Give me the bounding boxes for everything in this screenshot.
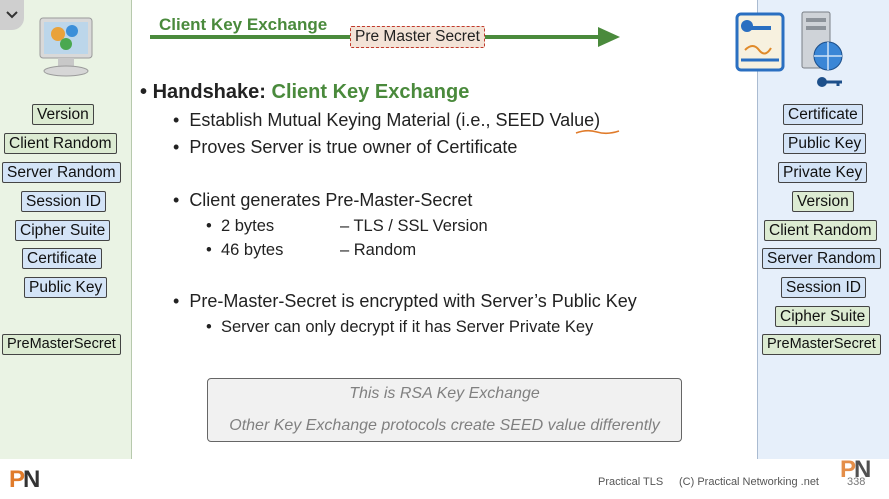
- bullet-encrypted-text: Pre-Master-Secret is encrypted with Serv…: [189, 291, 637, 311]
- client-computer-icon: [39, 17, 93, 77]
- bullet-dot: •: [140, 81, 153, 103]
- server-icon: [801, 11, 843, 87]
- arrow-label: Client Key Exchange: [159, 15, 328, 34]
- sub-bullet-decrypt: • Server can only decrypt if it has Serv…: [206, 318, 594, 336]
- left-tag-public-key: Public Key: [24, 277, 108, 298]
- right-tag-certificate: Certificate: [783, 104, 863, 125]
- sub-bullet-2-bytes-size: 2 bytes: [220, 217, 275, 235]
- collapse-button[interactable]: [0, 0, 24, 30]
- sub-bullet-2-bytes: • 2 bytes: [206, 217, 275, 235]
- heading-highlight: Client Key Exchange: [271, 81, 470, 103]
- sub-bullet-2-bytes-desc: – TLS / SSL Version: [340, 217, 488, 235]
- footer-logo-left: PN: [9, 466, 40, 493]
- bullet-proves: • Proves Server is true owner of Certifi…: [173, 137, 518, 157]
- chevron-down-icon: [6, 11, 18, 19]
- right-tag-public-key: Public Key: [783, 133, 867, 154]
- footer-logo-right: PN: [840, 456, 871, 483]
- rsa-note-box: This is RSA Key Exchange Other Key Excha…: [207, 378, 682, 442]
- bullet-establish: • Establish Mutual Keying Material (i.e.…: [173, 110, 601, 130]
- left-tag-session-id: Session ID: [21, 191, 106, 212]
- bullet-encrypted: • Pre-Master-Secret is encrypted with Se…: [173, 291, 637, 311]
- note-line-2: Other Key Exchange protocols create SEED…: [229, 417, 660, 434]
- sub-bullet-46-bytes-desc: – Random: [340, 241, 417, 259]
- right-tag-cipher-suite: Cipher Suite: [775, 306, 871, 327]
- heading: • Handshake: Client Key Exchange: [140, 81, 469, 104]
- bullet-client-generates-text: Client generates Pre-Master-Secret: [189, 190, 473, 210]
- pre-master-secret-box: Pre Master Secret: [350, 26, 485, 48]
- bullet-client-generates: • Client generates Pre-Master-Secret: [173, 190, 473, 210]
- certificate-icon: [735, 12, 785, 72]
- left-tag-cipher-suite: Cipher Suite: [15, 220, 111, 241]
- footer-course: Practical TLS: [598, 476, 664, 488]
- note-line-1: This is RSA Key Exchange: [349, 385, 540, 402]
- bullet-proves-text: Proves Server is true owner of Certifica…: [189, 137, 518, 157]
- right-tag-server-random: Server Random: [762, 248, 881, 269]
- right-tag-session-id: Session ID: [781, 277, 866, 298]
- left-tag-version: Version: [32, 104, 94, 125]
- left-tag-server-random: Server Random: [2, 162, 121, 183]
- seed-underline: [575, 129, 620, 135]
- sub-bullet-46-bytes: • 46 bytes: [206, 241, 284, 259]
- left-tag-client-random: Client Random: [4, 133, 117, 154]
- right-tag-client-random: Client Random: [764, 220, 877, 241]
- left-tag-premastersecret: PreMasterSecret: [2, 334, 121, 355]
- sub-bullet-46-bytes-size: 46 bytes: [220, 241, 284, 259]
- left-tag-certificate: Certificate: [22, 248, 102, 269]
- bullet-establish-text: Establish Mutual Keying Material (i.e., …: [189, 110, 601, 130]
- page-number: 338: [847, 476, 866, 488]
- footer-copyright: (C) Practical Networking .net: [679, 476, 819, 488]
- sub-bullet-decrypt-text: Server can only decrypt if it has Server…: [220, 318, 594, 336]
- right-tag-private-key: Private Key: [778, 162, 868, 183]
- right-tag-premastersecret: PreMasterSecret: [762, 334, 881, 355]
- arrow-head: [598, 27, 620, 47]
- server-panel: Certificate Public Key Private Key Versi…: [757, 0, 889, 459]
- right-tag-version: Version: [792, 191, 854, 212]
- client-panel: Version Client Random Server Random Sess…: [0, 0, 132, 459]
- heading-prefix: Handshake:: [152, 81, 272, 103]
